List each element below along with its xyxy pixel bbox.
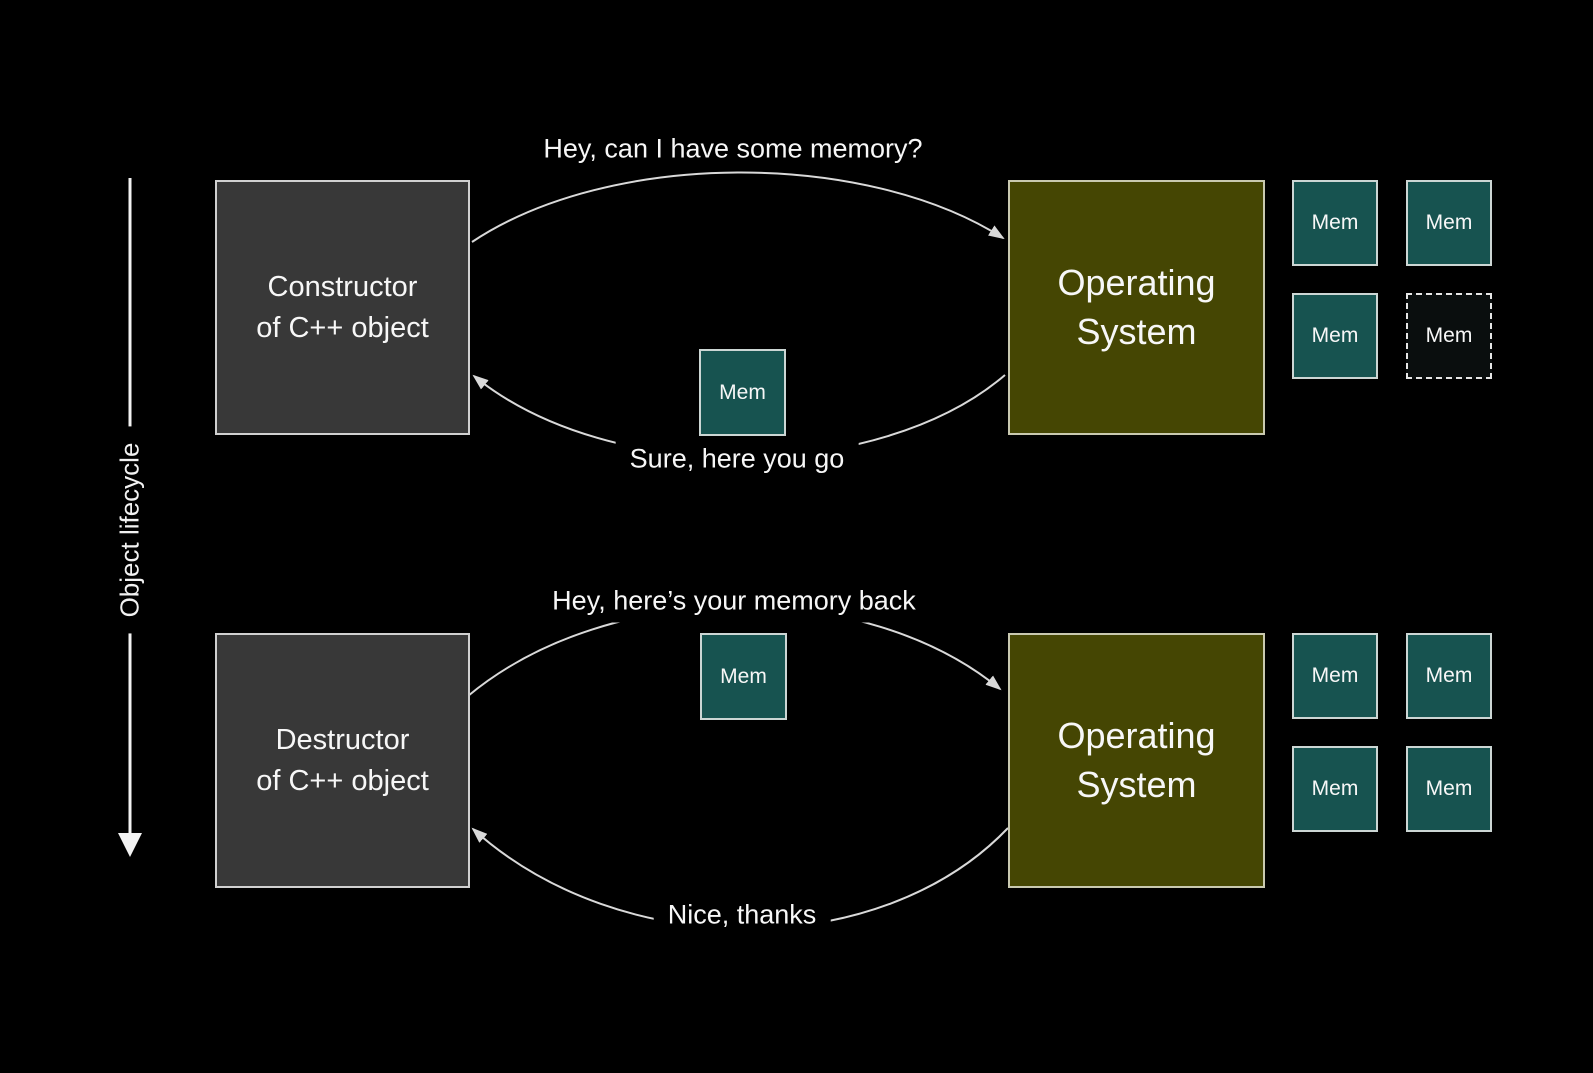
os-box-top: Operating System bbox=[1008, 180, 1265, 435]
constructor-label: Constructor of C++ object bbox=[256, 270, 429, 344]
constructor-box: Constructor of C++ object bbox=[215, 180, 470, 435]
response-message-top: Sure, here you go bbox=[615, 437, 859, 481]
transfer-mem-box-top: Mem bbox=[699, 349, 786, 436]
destructor-label: Destructor of C++ object bbox=[256, 723, 429, 797]
transfer-mem-box-bottom: Mem bbox=[700, 633, 787, 720]
object-lifecycle-label: Object lifecycle bbox=[106, 426, 154, 634]
os-label-bottom: Operating System bbox=[1057, 714, 1216, 805]
os-label-top: Operating System bbox=[1057, 261, 1216, 352]
request-arrow-top bbox=[471, 171, 1005, 243]
request-message-bottom: Hey, here’s your memory back bbox=[538, 579, 930, 623]
mem-box-empty: Mem bbox=[1406, 293, 1492, 379]
mem-box: Mem bbox=[1406, 180, 1492, 266]
response-message-bottom: Nice, thanks bbox=[653, 893, 831, 937]
destructor-box: Destructor of C++ object bbox=[215, 633, 470, 888]
mem-box: Mem bbox=[1292, 180, 1378, 266]
mem-box: Mem bbox=[1292, 293, 1378, 379]
mem-box: Mem bbox=[1292, 746, 1378, 832]
mem-box: Mem bbox=[1406, 633, 1492, 719]
os-box-bottom: Operating System bbox=[1008, 633, 1265, 888]
request-message-top: Hey, can I have some memory? bbox=[529, 127, 937, 171]
mem-box: Mem bbox=[1292, 633, 1378, 719]
mem-box: Mem bbox=[1406, 746, 1492, 832]
